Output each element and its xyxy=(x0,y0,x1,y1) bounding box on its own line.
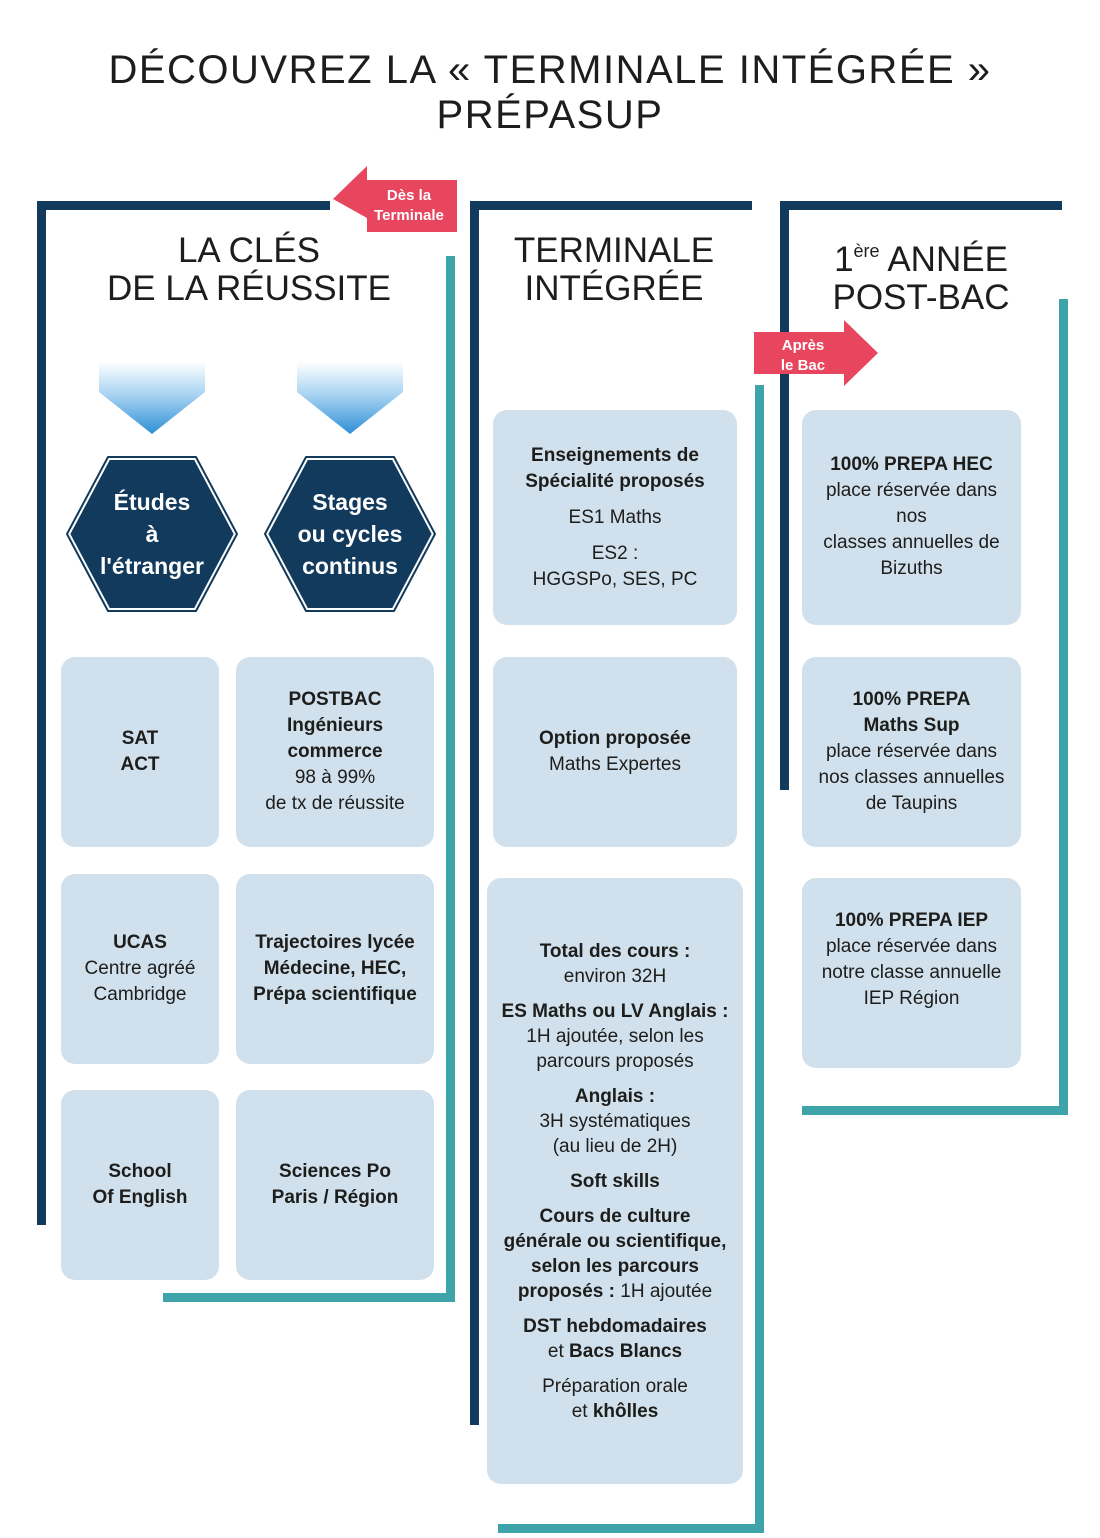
right-frame-side xyxy=(780,201,789,790)
des-la-terminale-tag: Dès la Terminale xyxy=(374,187,444,224)
page-title: DÉCOUVREZ LA « TERMINALE INTÉGRÉE » PRÉP… xyxy=(108,48,992,137)
left-frame-top xyxy=(37,201,330,210)
box-prepa-iep: 100% PREPA IEP place réservée dans notre… xyxy=(802,878,1021,1068)
right-frame-top xyxy=(780,201,1062,210)
box-sat-act: SAT ACT xyxy=(61,657,219,847)
left-frame-right xyxy=(446,256,455,1302)
right-frame-right xyxy=(1059,299,1068,1115)
box-enseignements-specialite: Enseignements de Spécialité proposés ES1… xyxy=(493,410,737,625)
box-postbac: POSTBAC Ingénieurs commerce 98 à 99% de … xyxy=(236,657,434,847)
left-frame-side xyxy=(37,201,46,1225)
des-la-terminale-arrow-icon xyxy=(333,166,457,232)
right-frame-bottom xyxy=(802,1106,1068,1115)
box-prepa-maths-sup: 100% PREPA Maths Sup place réservée dans… xyxy=(802,657,1021,847)
left-frame-bottom xyxy=(163,1293,455,1302)
middle-frame-bottom xyxy=(498,1524,764,1533)
box-trajectoires: Trajectoires lycée Médecine, HEC, Prépa … xyxy=(236,874,434,1064)
box-total-cours: Total des cours : environ 32H ES Maths o… xyxy=(487,878,743,1484)
box-school-of-english: School Of English xyxy=(61,1090,219,1280)
box-option-proposee: Option proposée Maths Expertes xyxy=(493,657,737,847)
box-sciences-po: Sciences Po Paris / Région xyxy=(236,1090,434,1280)
middle-frame-side xyxy=(470,201,479,1425)
apres-le-bac-arrow-icon xyxy=(754,320,878,386)
left-column-heading: LA CLÉS DE LA RÉUSSITE xyxy=(107,231,391,308)
hexagon-shape xyxy=(263,455,437,613)
right-column-heading: 1ère ANNÉE POST-BAC xyxy=(832,240,1010,317)
apres-le-bac-tag: Après le Bac xyxy=(780,337,826,374)
hexagon-etudes-etranger: Études à l'étranger xyxy=(100,489,204,579)
middle-frame-right xyxy=(755,385,764,1533)
box-ucas: UCAS Centre agréé Cambridge xyxy=(61,874,219,1064)
middle-column-heading: TERMINALE INTÉGRÉE xyxy=(513,231,715,308)
hexagon-stages-cycles: Stages ou cycles continus xyxy=(297,489,403,579)
hexagon-shape xyxy=(65,455,239,613)
box-prepa-hec: 100% PREPA HEC place réservée dans nos c… xyxy=(802,410,1021,625)
middle-frame-top xyxy=(470,201,752,210)
chevron-down-icon xyxy=(297,362,403,434)
chevron-down-icon xyxy=(99,362,205,434)
